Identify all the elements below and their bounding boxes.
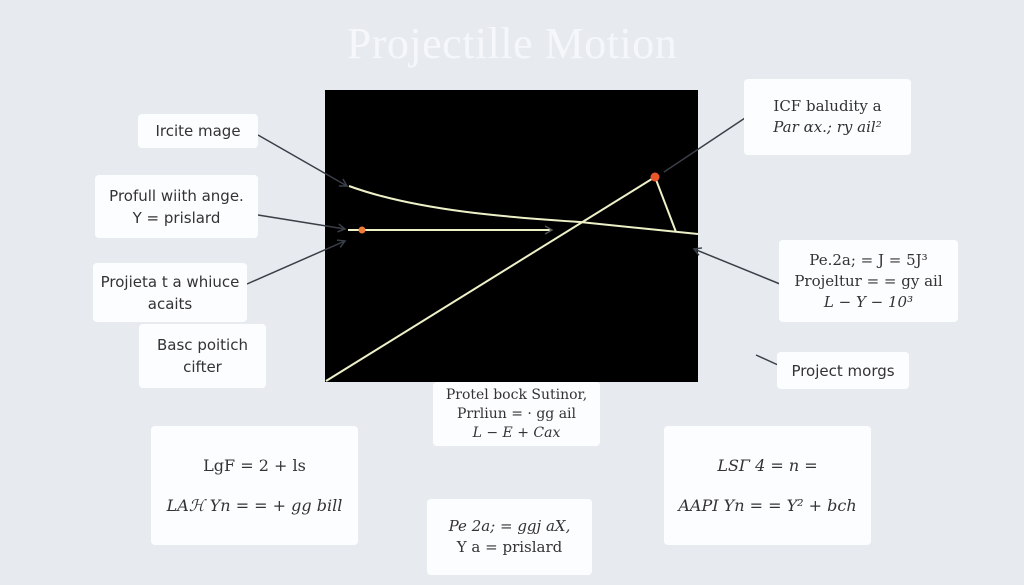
label-right-3: Project morgs	[777, 352, 909, 389]
formula-bottom-right: LSΓ 4 = n = AAPI Yn = = Y² + bch	[664, 426, 871, 545]
label-right-2: Pe.2a; = J = 5J³ Projeltur = = gy ail L …	[779, 240, 958, 322]
start-point	[358, 226, 366, 234]
page-title: Projectille Motion	[346, 19, 678, 68]
label-left-3: Projieta t a whiuce acaits	[93, 263, 247, 322]
curved-trajectory	[348, 185, 699, 235]
simulation-panel	[325, 90, 698, 382]
drop-line	[654, 176, 677, 233]
apex-point	[650, 172, 660, 182]
label-left-1: Ircite mage	[138, 114, 258, 148]
launch-line	[325, 176, 656, 382]
label-left-4: Basc poitich cifter	[139, 324, 266, 388]
formula-bottom-left: LgF = 2 + ls LAℋ Yn = = + gg bill	[151, 426, 358, 545]
formula-bottom-center: Pe 2a; = ggj aX, Y a = prislard	[427, 499, 592, 575]
label-right-1: ICF baludity a Par αx.; ry ail²	[744, 79, 911, 155]
label-left-2: Profull wiith ange. Y = prislard	[95, 175, 258, 238]
label-center-below: Protel bock Sutinor, Prrliun = · gg ail …	[433, 382, 600, 446]
